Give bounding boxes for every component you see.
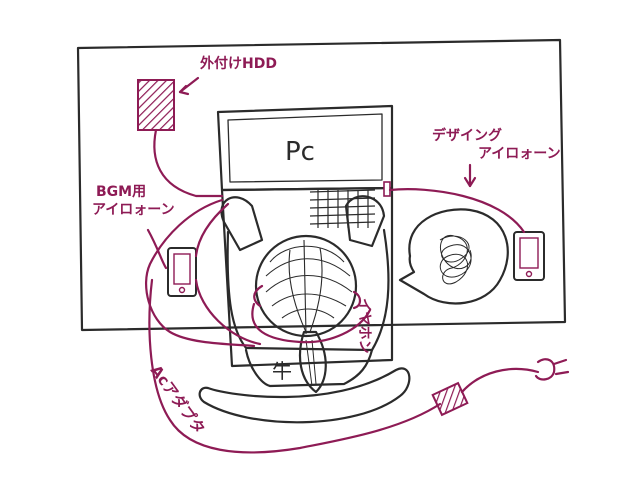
earphones: イヤホン: [251, 284, 372, 354]
bgm-iphone: BGM用 アイロォーン: [92, 184, 197, 297]
scribble: [439, 234, 472, 285]
bgm-iphone-label: BGM用 アイロォーン: [92, 184, 175, 218]
design-iphone: デザイング アイロォーン: [432, 127, 561, 281]
chair: [198, 367, 411, 424]
design-iphone-label: デザイング アイロォーン: [432, 127, 561, 162]
thought-bubble: [398, 208, 509, 305]
pc-label: Pc: [285, 137, 315, 167]
cow-label: 牛: [272, 359, 292, 383]
laptop: Pc: [216, 104, 394, 368]
person: 牛: [220, 195, 390, 394]
cables: [145, 128, 526, 348]
hdd-label: 外付けHDD: [200, 55, 277, 72]
desk: [76, 38, 567, 332]
plug-icon: [534, 358, 556, 381]
earphone-label: イヤホン: [356, 298, 372, 354]
external-hdd: 外付けHDD: [137, 55, 277, 131]
ac-adapter-label: Acアダプタ: [147, 362, 209, 438]
